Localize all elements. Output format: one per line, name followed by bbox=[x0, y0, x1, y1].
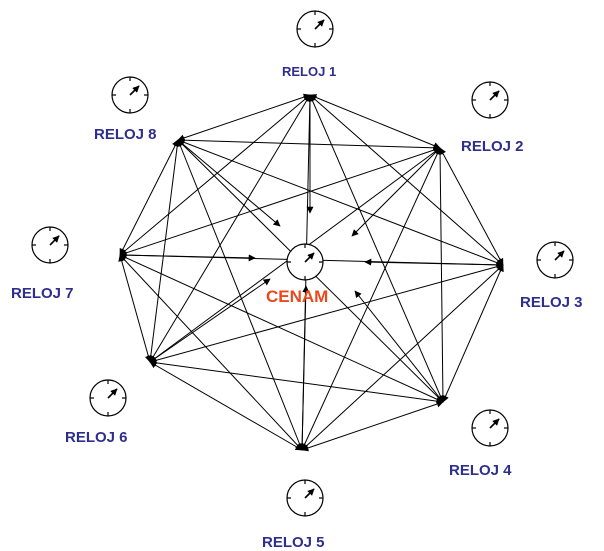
clock-icon bbox=[471, 409, 509, 447]
edge-6-7 bbox=[118, 254, 152, 363]
edge-5-8 bbox=[177, 139, 303, 451]
clock-icon bbox=[296, 10, 334, 48]
clock-group bbox=[31, 10, 574, 517]
clock-label-3: RELOJ 3 bbox=[520, 294, 583, 311]
clock-icon bbox=[31, 226, 69, 264]
edge-1-8 bbox=[177, 93, 311, 142]
spoke-8 bbox=[177, 139, 281, 227]
clock-icon bbox=[286, 479, 324, 517]
clock-icon bbox=[286, 243, 324, 281]
edge-4-5 bbox=[301, 400, 444, 452]
clock-label-6: RELOJ 6 bbox=[65, 429, 128, 446]
edge-group bbox=[118, 93, 504, 452]
center-label: CENAM bbox=[266, 287, 329, 306]
clock-icon bbox=[536, 241, 574, 279]
edge-7-8 bbox=[119, 139, 179, 256]
clock-label-7: RELOJ 7 bbox=[11, 285, 74, 302]
clock-label-5: RELOJ 5 bbox=[262, 534, 325, 551]
spoke-5 bbox=[301, 285, 310, 451]
clock-label-2: RELOJ 2 bbox=[461, 138, 524, 155]
edge-3-8 bbox=[177, 138, 504, 267]
edge-2-3 bbox=[439, 147, 504, 266]
edge-1-7 bbox=[119, 94, 311, 256]
edge-1-3 bbox=[309, 94, 504, 266]
edge-2-7 bbox=[119, 146, 441, 257]
spoke-3 bbox=[364, 258, 504, 266]
edge-1-6 bbox=[149, 94, 311, 363]
edge-2-4 bbox=[436, 147, 447, 403]
clock-label-4: RELOJ 4 bbox=[449, 462, 512, 479]
clock-icon bbox=[89, 379, 127, 417]
clock-icon bbox=[471, 81, 509, 119]
edge-3-4 bbox=[442, 264, 504, 403]
spoke-6 bbox=[149, 278, 271, 363]
clock-icon bbox=[111, 76, 149, 114]
clock-label-8: RELOJ 8 bbox=[94, 126, 157, 143]
clock-label-1: RELOJ 1 bbox=[282, 64, 337, 79]
spoke-7 bbox=[119, 254, 256, 262]
edge-5-6 bbox=[149, 361, 303, 451]
edge-6-8 bbox=[147, 139, 181, 363]
spoke-2 bbox=[351, 147, 441, 237]
spoke-4 bbox=[354, 290, 444, 403]
